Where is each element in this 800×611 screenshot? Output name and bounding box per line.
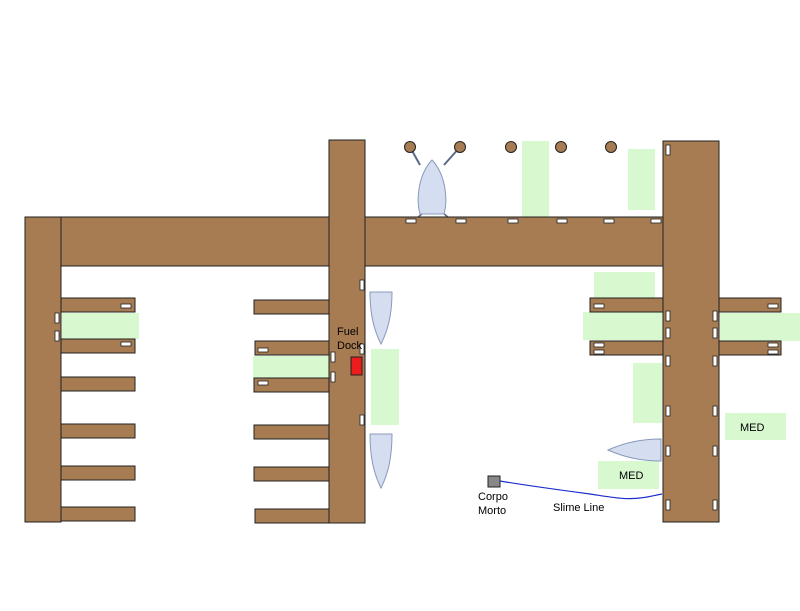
corpo-morto-label-line1: Corpo <box>478 491 508 503</box>
cleats <box>54 144 779 511</box>
finger-pier-left-2 <box>60 338 136 354</box>
finger-pier-left-5 <box>60 465 136 481</box>
boats <box>369 159 662 490</box>
finger-pier-left-6 <box>60 506 136 522</box>
berth-zone-right-east <box>720 313 800 341</box>
cleat <box>330 371 336 383</box>
berth-zone-med-east <box>725 413 786 440</box>
boat-top-moored <box>417 159 447 215</box>
cleat <box>120 341 132 347</box>
finger-pier-mid-4 <box>253 424 330 440</box>
cleat <box>665 499 671 511</box>
cleat <box>507 218 519 224</box>
cleat <box>665 310 671 322</box>
fuel-pump-icon <box>350 356 363 376</box>
bollard-3 <box>505 141 517 153</box>
cleat <box>665 144 671 156</box>
cleat <box>767 342 779 348</box>
cleat <box>359 414 365 426</box>
boat-fuel-dock-2 <box>369 433 393 490</box>
cleat <box>593 342 605 348</box>
cleat <box>593 303 605 309</box>
berth-zones <box>62 141 800 489</box>
finger-pier-mid-3 <box>253 377 330 393</box>
cleat <box>359 343 365 355</box>
cleat <box>257 380 269 386</box>
finger-pier-left-1 <box>60 297 136 313</box>
berth-zone-left-pier <box>62 313 139 339</box>
finger-pier-mid-6 <box>254 508 330 524</box>
bollards <box>404 141 617 153</box>
finger-pier-right-west-1 <box>589 297 664 313</box>
finger-pier-right-west-2 <box>589 340 664 356</box>
cleat <box>712 327 718 339</box>
berth-zone-med-west <box>598 461 659 489</box>
finger-pier-mid-2 <box>254 340 330 356</box>
cleat <box>54 330 60 342</box>
cleat <box>712 310 718 322</box>
cleat <box>712 445 718 457</box>
fuel-dock-label-line1: Fuel <box>337 326 358 338</box>
berth-zone-right-mid <box>633 363 662 423</box>
slime-line-label: Slime Line <box>553 502 604 514</box>
docks <box>24 139 782 524</box>
cleat <box>54 312 60 324</box>
cleat <box>665 327 671 339</box>
cleat <box>767 303 779 309</box>
bollard-4 <box>555 141 567 153</box>
cleat <box>120 303 132 309</box>
cleat <box>405 218 417 224</box>
cleat <box>650 218 662 224</box>
berth-zone-right-top <box>594 272 655 298</box>
cleat <box>359 279 365 291</box>
corpo-morto-block-icon <box>487 475 501 488</box>
bollard-2 <box>454 141 466 153</box>
finger-pier-left-3 <box>60 376 136 392</box>
bollard-5 <box>605 141 617 153</box>
cleat <box>712 405 718 417</box>
cleat <box>665 445 671 457</box>
berth-zone-top-1 <box>522 141 549 217</box>
finger-pier-right-east-2 <box>718 340 782 356</box>
berth-zone-top-2 <box>628 149 655 210</box>
cleat <box>257 347 269 353</box>
finger-pier-mid-1 <box>253 299 330 315</box>
cleat <box>593 349 605 355</box>
cleat <box>767 349 779 355</box>
cleat <box>455 218 467 224</box>
berth-zone-right-west <box>583 312 663 340</box>
cleat <box>665 355 671 367</box>
boat-right-berth <box>606 438 662 462</box>
slime-line <box>499 480 663 500</box>
cleat <box>603 218 615 224</box>
finger-pier-mid-5 <box>253 466 330 482</box>
left-main-pier <box>24 216 62 523</box>
center-main-pier <box>328 139 366 524</box>
boat-fuel-dock-1 <box>369 291 393 346</box>
cleat <box>665 405 671 417</box>
corpo-morto-label-line2: Morto <box>478 505 506 517</box>
bollard-1 <box>404 141 416 153</box>
cleat <box>330 351 336 363</box>
fuel-dock-label-line2: Dock <box>337 340 363 352</box>
cleat <box>712 355 718 367</box>
cleat <box>712 499 718 511</box>
finger-pier-right-east-1 <box>718 297 782 313</box>
finger-pier-left-4 <box>60 423 136 439</box>
berth-zone-mid-pier <box>253 356 329 378</box>
med-label-east: MED <box>740 422 765 434</box>
right-main-pier <box>662 140 720 523</box>
med-label-west: MED <box>619 470 644 482</box>
berth-zone-fuel-dock <box>371 349 399 425</box>
cleat <box>556 218 568 224</box>
